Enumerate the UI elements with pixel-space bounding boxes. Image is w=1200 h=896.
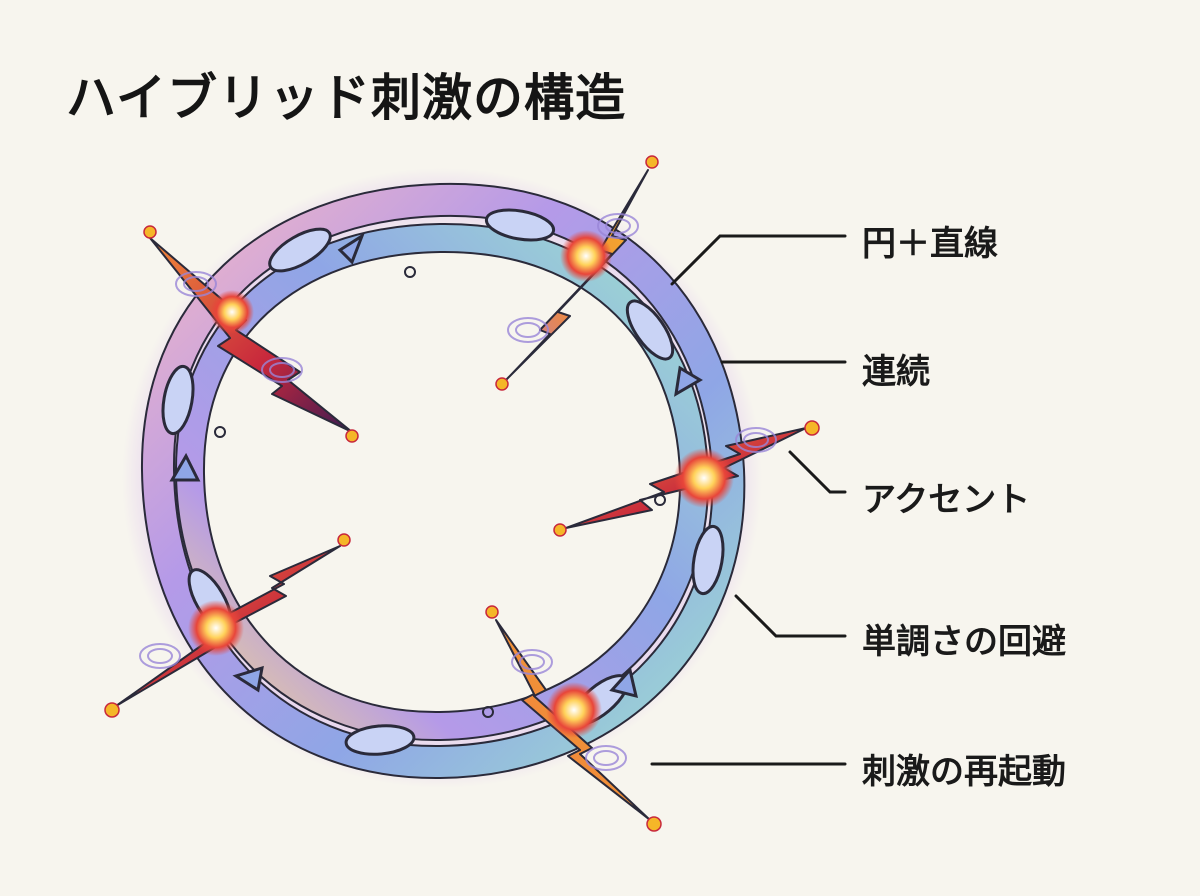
label-continuity: 連続 bbox=[862, 352, 930, 392]
spark-icon bbox=[337, 533, 351, 547]
spark-icon bbox=[646, 816, 662, 832]
spark-icon bbox=[645, 155, 659, 169]
flow-arrows bbox=[169, 232, 703, 699]
label-circle-plus-line: 円＋直線 bbox=[862, 224, 998, 264]
leader-line bbox=[670, 234, 847, 286]
ripple-rings-icon bbox=[507, 317, 549, 343]
braided-ring-icon bbox=[140, 182, 746, 780]
ripple-rings bbox=[139, 213, 777, 771]
spark-icon bbox=[804, 420, 820, 436]
ripple-rings-icon bbox=[175, 271, 217, 297]
ring-strand-inner-fill bbox=[176, 224, 708, 740]
ripple-rings-icon bbox=[735, 427, 777, 453]
spark-icon bbox=[553, 523, 567, 537]
arrow-icon bbox=[337, 232, 366, 265]
small-dots bbox=[214, 266, 666, 718]
label-avoid-monotony: 単調さの回避 bbox=[862, 622, 1066, 662]
arrow-icon bbox=[674, 365, 703, 397]
leader-lines bbox=[650, 234, 847, 766]
spark-burst-icon bbox=[188, 600, 244, 656]
spark-bursts bbox=[188, 230, 734, 738]
diagram-title: ハイブリッド刺激の構造 bbox=[66, 69, 626, 127]
ripple-rings-icon bbox=[139, 643, 181, 669]
label-accent: アクセント bbox=[862, 480, 1031, 520]
spark-burst-icon bbox=[674, 448, 734, 508]
label-stimulus-restart: 刺激の再起動 bbox=[862, 752, 1066, 792]
ring-glow bbox=[122, 168, 762, 788]
ripple-rings-icon bbox=[511, 649, 553, 675]
spark-burst-icon bbox=[210, 290, 254, 334]
ripple-rings-icon bbox=[585, 745, 627, 771]
arrow-icon bbox=[169, 452, 201, 482]
spark-burst-icon bbox=[560, 230, 612, 282]
spark-icon bbox=[104, 702, 120, 718]
spark-burst-icon bbox=[546, 682, 602, 738]
spark-icon bbox=[495, 377, 509, 391]
arrow-icon bbox=[232, 665, 264, 693]
ripple-rings-icon bbox=[261, 357, 303, 383]
arrow-icon bbox=[609, 666, 639, 699]
spark-icon bbox=[485, 605, 499, 619]
spark-icon bbox=[345, 429, 359, 443]
leader-line bbox=[788, 450, 847, 494]
ripple-rings-icon bbox=[597, 213, 639, 239]
tip-sparks bbox=[104, 155, 820, 832]
leader-line bbox=[734, 594, 847, 638]
ring-strand-outer-fill bbox=[142, 184, 744, 778]
spark-icon bbox=[143, 225, 157, 239]
